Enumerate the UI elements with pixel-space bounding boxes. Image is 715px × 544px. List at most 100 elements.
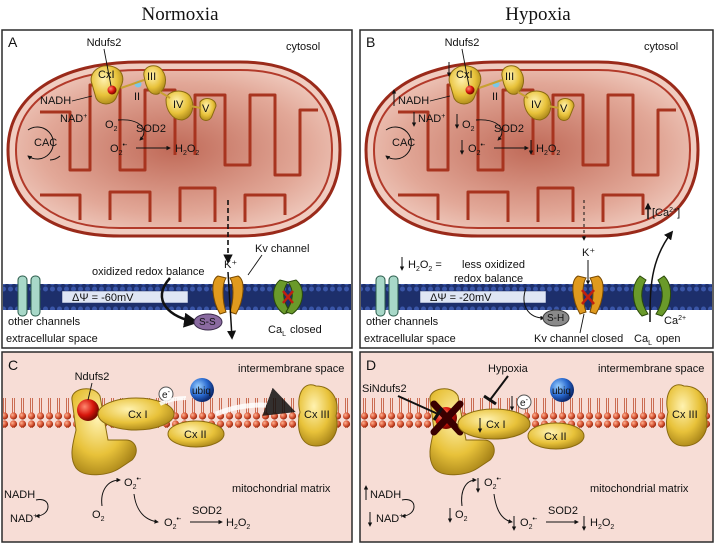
other-channels-b — [375, 275, 399, 317]
ndufs2-dot — [107, 85, 117, 95]
sod2-label-c: SOD2 — [192, 505, 222, 517]
cac-label-a: CAC — [34, 137, 57, 149]
ss-label: S-S — [199, 317, 216, 328]
panel-a: A cytosol Ndufs2 CxI II III IV V — [1, 29, 353, 349]
superoxide-label-c1: O2•- — [124, 476, 142, 491]
ndufs2-ball-c — [77, 399, 99, 421]
ii-label-a: II — [134, 91, 140, 103]
other-channels-a — [17, 275, 41, 317]
redox-label-a: oxidized redox balance — [92, 266, 205, 278]
ca-ion-label: Ca2+ — [664, 315, 686, 327]
superoxide-label-c2: O2•- — [164, 516, 182, 531]
panel-c: C intermembrane space Ndufs2 Cx I e- ubi… — [1, 351, 353, 543]
redox-balance-label-b: redox balance — [454, 273, 523, 285]
superoxide-label-a: O2•- — [110, 142, 128, 157]
complex-i-head-d — [457, 408, 531, 440]
inhibition-x-icon — [430, 400, 464, 436]
complex-iii-shape — [143, 65, 166, 95]
intermembrane-label-c: intermembrane space — [238, 363, 344, 375]
cal-channel-open — [633, 275, 671, 317]
k-plus-label-a: K⁺ — [224, 259, 237, 271]
nad-label-a: NAD+ — [60, 113, 87, 125]
nadh-label-d: NADH — [370, 489, 401, 501]
hypoxia-label-d: Hypoxia — [488, 363, 529, 375]
panel-a-cytosol-label: cytosol — [286, 41, 320, 53]
superoxide-label-d2: O2•- — [520, 516, 538, 531]
panel-d-frame — [359, 351, 714, 543]
thiol-ball — [542, 309, 570, 327]
o2-label-a: O2 — [105, 119, 118, 133]
nad-label-b: NAD+ — [418, 113, 445, 125]
membrane-potential-a: ΔΨ = -60mV — [72, 292, 134, 304]
cac-cycle-a: CAC — [27, 126, 61, 161]
complex-iii-c — [298, 384, 338, 447]
nad-label-c: NAD+ — [10, 513, 37, 525]
panel-d-letter: D — [366, 357, 376, 373]
etc-complexes-a — [90, 65, 217, 121]
complex-v-shape — [199, 98, 217, 121]
electron-d — [516, 394, 532, 410]
ii-label-b: II — [492, 91, 498, 103]
o2-label-c: O2 — [92, 509, 105, 523]
electron-label-d: e- — [520, 397, 529, 409]
o2-label-d: O2 — [455, 509, 468, 523]
title-normoxia: Normoxia — [141, 4, 219, 25]
title-hypoxia: Hypoxia — [505, 4, 571, 25]
etc-complexes-b — [448, 65, 575, 121]
nadh-label-a: NADH — [40, 95, 71, 107]
k-plus-label-b: K⁺ — [582, 247, 595, 259]
o2-label-b: O2 — [462, 119, 475, 133]
other-channels-label-b: other channels — [366, 316, 439, 328]
h2o2-label-a: H2O2 — [175, 143, 199, 157]
panel-c-frame — [1, 351, 353, 543]
cxi-label-a: CxI — [98, 69, 115, 81]
matrix-label-d: mitochondrial matrix — [590, 483, 689, 495]
nad-label-d: NAD+ — [376, 513, 403, 525]
complex-i-head-c — [97, 397, 175, 431]
complex-iii-d — [666, 384, 708, 447]
membrane-potential-b: ΔΨ = -20mV — [430, 292, 492, 304]
panel-b: B cytosol Ndufs2 CxI II III IV V NADH — [359, 29, 714, 349]
v-label-a: V — [202, 103, 210, 115]
panel-c-letter: C — [8, 357, 18, 373]
ubiq-label-c: ubiq — [192, 386, 211, 397]
matrix-label-c: mitochondrial matrix — [232, 483, 331, 495]
panel-d: D intermembrane space Cx I SiNdufs2 Hypo… — [359, 351, 714, 543]
iii-label-b: III — [505, 71, 514, 83]
superoxide-label-b: O2•- — [468, 142, 486, 157]
extracellular-label-b: extracellular space — [364, 333, 456, 345]
complex-ii-d — [527, 422, 585, 450]
disulfide-ball — [193, 313, 223, 331]
other-channels-label-a: other channels — [8, 316, 81, 328]
sod2-label-a: SOD2 — [136, 123, 166, 135]
ubiq-label-d: ubiq — [552, 386, 571, 397]
mitochondrion-b — [364, 60, 700, 238]
membrane-potential-box-a — [61, 290, 189, 304]
complex-ii-c — [167, 420, 225, 448]
complex-i-shape — [90, 65, 124, 105]
iv-label-a: IV — [173, 99, 184, 111]
extracellular-label-a: extracellular space — [6, 333, 98, 345]
h2o2-eq-label-b: H2O2= — [408, 259, 442, 273]
h2o2-label-c: H2O2 — [226, 517, 250, 531]
less-oxidized-label: less oxidized — [462, 259, 525, 271]
cxi-label-b: CxI — [456, 69, 473, 81]
nadh-label-c: NADH — [4, 489, 35, 501]
mitochondrion-a — [6, 60, 342, 238]
panel-b-cytosol-label: cytosol — [644, 41, 678, 53]
cxiii-label-d: Cx III — [672, 409, 698, 421]
ca-conc-label: [Ca2+] — [652, 207, 680, 219]
panel-a-letter: A — [8, 34, 18, 50]
sindufs2-label: SiNdufs2 — [362, 383, 407, 395]
ubiquinone-ball-d — [550, 378, 574, 402]
h2o2-label-d: H2O2 — [590, 517, 614, 531]
ndufs2-label-b: Ndufs2 — [445, 37, 480, 49]
panel-b-letter: B — [366, 34, 375, 50]
cxi-label-c: Cx I — [128, 409, 148, 421]
cac-cycle-b: CAC — [385, 126, 415, 160]
complex-iv-shape — [165, 90, 194, 121]
cxii-label-c: Cx II — [184, 429, 207, 441]
